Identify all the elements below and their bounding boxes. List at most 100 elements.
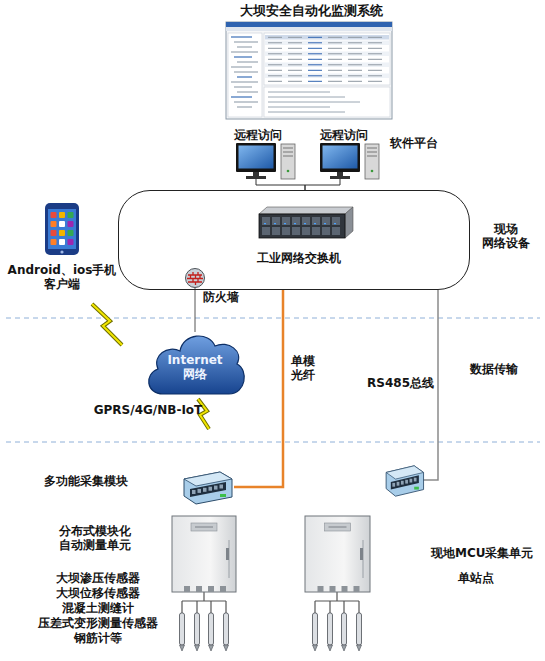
mcu-station-shape: [397, 482, 400, 486]
node-label: Internet 网络: [163, 353, 227, 381]
zone-divider: [6, 318, 540, 442]
measurement-unit-shape: [184, 586, 190, 592]
software-screenshot: [328, 53, 342, 54]
mcu-station-shape: [414, 487, 419, 490]
acquisition-module-shape: [220, 494, 226, 497]
software-screenshot: [368, 42, 382, 43]
mobile-client-shape: [68, 230, 74, 236]
software-screenshot: [268, 81, 282, 82]
remote-computer-shape: [287, 170, 290, 173]
software-screenshot: [308, 53, 322, 54]
remote-computer-shape: [236, 143, 276, 172]
network-switch-box-shape: [294, 223, 296, 224]
software-screenshot: [288, 37, 302, 38]
mcu-station-shape: [354, 586, 360, 592]
sensor-probes: [342, 613, 347, 645]
annotation-label: 压差式变形测量传感器: [30, 616, 165, 630]
mcu-station-shape: [303, 460, 423, 592]
software-screenshot: [226, 22, 392, 27]
software-screenshot: [234, 41, 258, 42]
software-screenshot: [368, 64, 382, 65]
measurement-unit-shape: [172, 516, 236, 592]
firewall-icon-shape: [186, 269, 205, 288]
network-switch-box-shape: [312, 227, 320, 235]
network-switch-box-shape: [264, 223, 266, 224]
software-screenshot: [226, 22, 392, 119]
software-screenshot: [288, 75, 302, 76]
sensor-probes: [182, 600, 226, 601]
mobile-client-shape: [51, 239, 57, 245]
firewall-icon-shape: [187, 272, 203, 285]
measurement-unit: 分布式模块化 自动测量单元: [172, 516, 236, 592]
software-screenshot: [237, 61, 258, 62]
software-screenshot: [265, 57, 389, 62]
network-switch-box-shape: [284, 223, 286, 224]
sensor-probes: [180, 613, 185, 645]
acquisition-module-shape: [209, 487, 213, 491]
software-screenshot: [308, 42, 322, 43]
software-screenshot: [231, 96, 252, 97]
mcu-station-shape: [410, 479, 413, 483]
software-screenshot: [348, 37, 362, 38]
software-screenshot: [268, 92, 330, 93]
software-screenshot: [308, 81, 322, 82]
software-screenshot: [268, 48, 282, 49]
connector-line: [256, 179, 305, 190]
mcu-station-shape: [305, 516, 370, 592]
node-label: 远程访问: [308, 128, 380, 142]
software-screenshot: [328, 48, 342, 49]
mcu-station-shape: [318, 586, 324, 592]
network-switch-box-shape: [259, 214, 345, 238]
wireless-symbol: [92, 304, 122, 345]
connector-line: [195, 288, 196, 332]
mobile-client-shape: [59, 230, 65, 236]
sensor-probes: [224, 613, 229, 645]
software-screenshot: [268, 70, 282, 71]
annotation-label: 混凝土测缝计: [30, 601, 165, 615]
network-switch-box-shape: [304, 223, 306, 224]
software-screenshot: [268, 102, 360, 103]
software-screenshot: [368, 53, 382, 54]
software-screenshot: [368, 37, 382, 38]
sensor-probes: [181, 601, 182, 613]
sensor-probes: [357, 613, 362, 645]
remote-computer-shape: [365, 144, 379, 179]
software-screenshot: [226, 27, 392, 31]
mcu-station-shape: [386, 466, 423, 496]
software-screenshot: [268, 75, 282, 76]
measurement-unit-shape: [172, 516, 236, 592]
software-screenshot: [237, 91, 258, 92]
software-screenshot: [328, 59, 342, 60]
software-screenshot: [348, 42, 362, 43]
software-screenshot: [265, 52, 389, 57]
network-switch-box-shape: [272, 217, 280, 225]
measurement-unit-shape: [195, 527, 213, 528]
software-screenshot: [231, 51, 258, 52]
software-screenshot: [237, 106, 252, 107]
software-screenshot: [265, 63, 389, 68]
mcu-station-shape: [405, 480, 408, 484]
sensor-probes: [180, 592, 362, 651]
software-screenshot: [226, 22, 392, 119]
software-screenshot: [348, 59, 362, 60]
software-screenshot: [348, 70, 362, 71]
acquisition-module-shape: [198, 489, 202, 493]
acquisition-module-shape: [214, 486, 218, 490]
network-switch-box-shape: [272, 227, 280, 235]
mobile-client-shape: [59, 212, 65, 218]
software-screenshot: [265, 41, 389, 46]
software-screenshot: [237, 46, 252, 47]
software-screenshot: [288, 64, 302, 65]
acquisition-module-shape: [203, 488, 207, 492]
software-screenshot: [234, 71, 258, 72]
software-screenshot: [231, 66, 252, 67]
edge-label: 单模 光纤: [291, 354, 323, 382]
connectors: [195, 179, 438, 487]
sensor-probes: [203, 592, 204, 601]
mcu-station-shape: [401, 481, 404, 485]
mobile-client-shape: [51, 230, 57, 236]
software-screenshot: [328, 75, 342, 76]
software-screenshot: [328, 37, 342, 38]
software-screenshot: [264, 33, 390, 85]
